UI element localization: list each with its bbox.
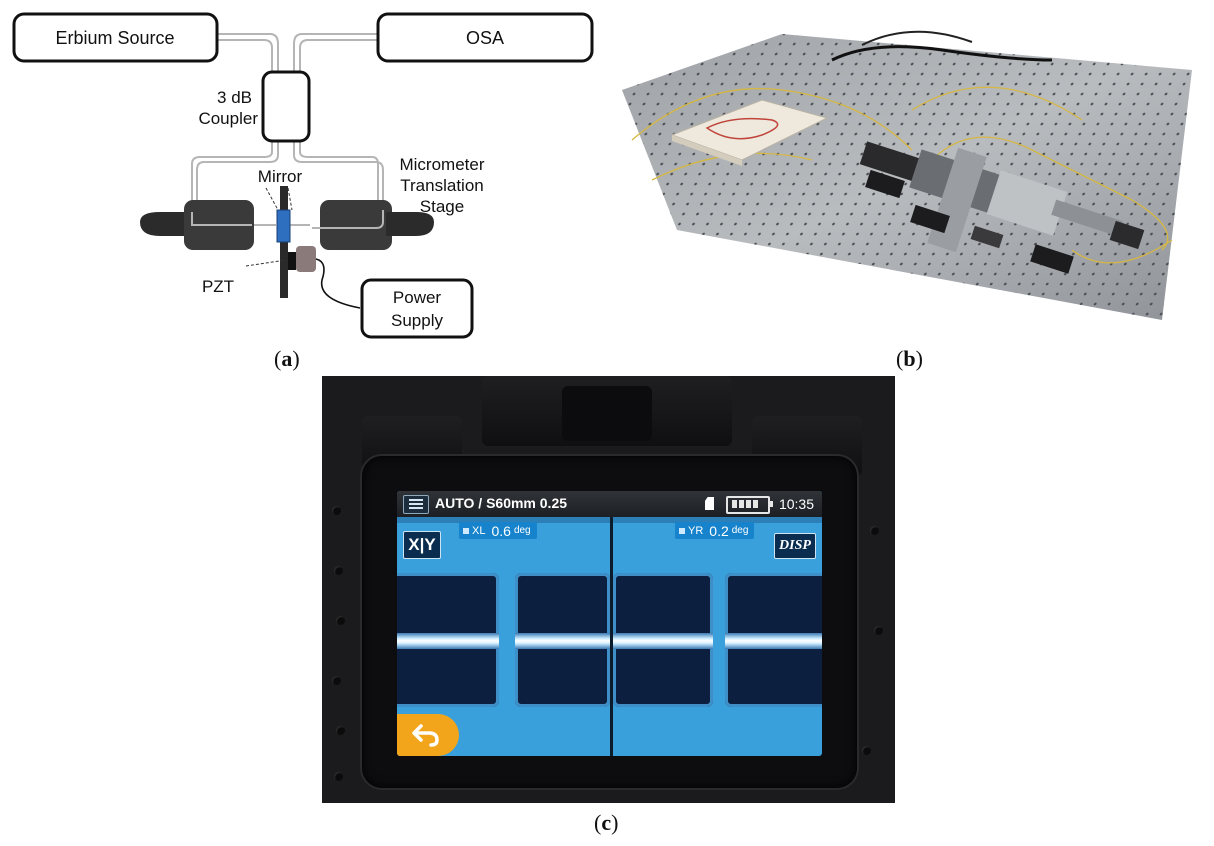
coupler-label-line1: 3 dB [217, 88, 252, 107]
pzt-element [288, 252, 296, 270]
mirror [276, 209, 291, 243]
xl-angle-readout: XL 0.6 deg [459, 522, 537, 539]
erbium-source-label: Erbium Source [55, 28, 174, 48]
splicer-clamp [562, 386, 652, 441]
osa-label: OSA [466, 28, 504, 48]
bench-hole [874, 626, 883, 635]
battery-icon [726, 496, 773, 514]
stage-label-line2: Translation [400, 176, 483, 195]
caption-b: (b) [896, 346, 923, 371]
mirror-label: Mirror [258, 167, 303, 186]
bench-hole [336, 616, 345, 625]
right-fiber-y-view [725, 573, 822, 707]
pzt-actuator [296, 246, 316, 272]
pzt-label: PZT [202, 277, 234, 296]
bench-hole [334, 772, 343, 781]
monitor-bezel: AUTO / S60mm 0.25 10:35 XL 0.6 deg YR 0.… [362, 456, 857, 788]
left-fiber-y-view [613, 573, 713, 707]
menu-icon[interactable] [403, 495, 429, 514]
right-fiber-x-view [515, 573, 610, 707]
panel-a-schematic: Erbium Source OSA 3 dB Coupler Mirror [0, 0, 600, 345]
panel-c-splicer-photo: AUTO / S60mm 0.25 10:35 XL 0.6 deg YR 0.… [322, 376, 895, 803]
bench-hole [870, 526, 879, 535]
yr-angle-readout: YR 0.2 deg [675, 522, 755, 539]
stage-label-line1: Micrometer [399, 155, 484, 174]
caption-a: (a) [274, 346, 300, 371]
return-arrow-icon [412, 724, 439, 747]
bench-hole [336, 726, 345, 735]
coupler-box [261, 70, 311, 143]
left-fiber-x-view [397, 573, 499, 707]
power-supply-label-line1: Power [393, 288, 442, 307]
sd-card-icon [705, 497, 714, 510]
power-supply-box [360, 278, 474, 339]
stage-label-line3: Stage [420, 197, 464, 216]
erbium-source-box [12, 12, 219, 63]
view-divider [610, 517, 613, 756]
bench-hole [862, 746, 871, 755]
osa-box [376, 12, 594, 63]
translation-stage-assembly [859, 141, 1145, 274]
right-translation-stage [320, 200, 434, 250]
schematic-diagram: Erbium Source OSA 3 dB Coupler Mirror [12, 12, 594, 339]
fiber-spool-book [670, 99, 829, 161]
panel-b-photo [612, 0, 1212, 330]
optical-table-photo [612, 0, 1212, 320]
bench-hole [334, 566, 343, 575]
clock: 10:35 [778, 496, 814, 512]
mode-label: AUTO / S60mm 0.25 [435, 495, 568, 511]
caption-c: (c) [594, 810, 619, 835]
bench-hole [332, 676, 341, 685]
back-button[interactable] [397, 714, 459, 756]
xy-view-button[interactable]: X|Y [403, 531, 441, 559]
power-supply-label-line2: Supply [391, 311, 443, 330]
tick-strip [397, 517, 822, 523]
splicer-screen: AUTO / S60mm 0.25 10:35 XL 0.6 deg YR 0.… [397, 491, 822, 756]
status-bar: AUTO / S60mm 0.25 10:35 [397, 491, 822, 517]
coupler-label-line2: Coupler [198, 109, 258, 128]
disp-button[interactable]: DISP [774, 533, 816, 559]
bench-hole [332, 506, 341, 515]
